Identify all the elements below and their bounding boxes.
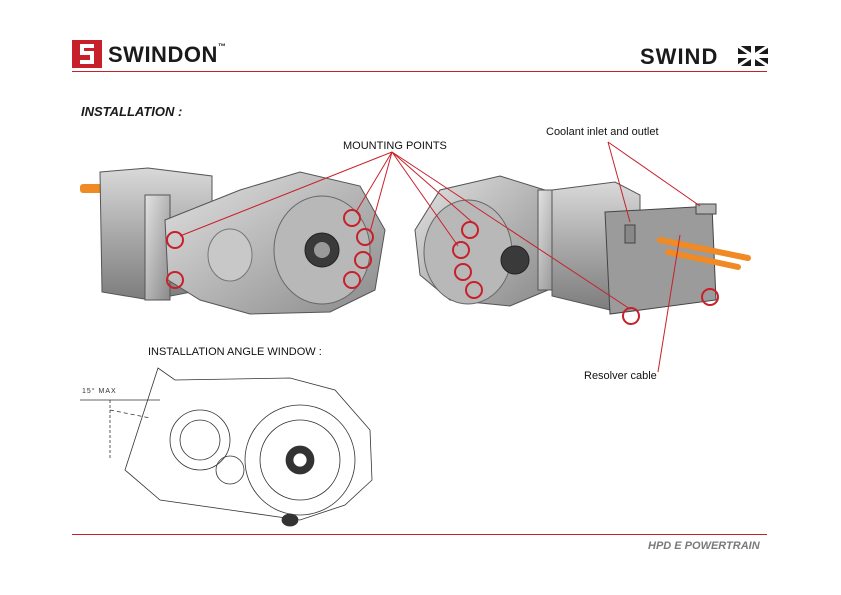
mount-marker bbox=[461, 221, 479, 239]
angle-window-label: INSTALLATION ANGLE WINDOW : bbox=[148, 346, 322, 358]
brand-name-left: SWINDON™ bbox=[108, 42, 227, 67]
left-gearbox-assembly bbox=[80, 167, 386, 315]
footer-title: HPD E POWERTRAIN bbox=[648, 540, 760, 552]
brand-name-right: SWIND bbox=[640, 44, 719, 69]
mounting-point-markers bbox=[166, 209, 719, 325]
right-gearbox-assembly bbox=[414, 175, 751, 315]
right-orange-cable-2 bbox=[665, 249, 741, 270]
mount-marker bbox=[166, 231, 184, 249]
mount-marker bbox=[622, 307, 640, 325]
angle-value-label: 15° MAX bbox=[82, 388, 117, 395]
mount-marker bbox=[465, 281, 483, 299]
swindon-logo bbox=[72, 40, 102, 68]
footer-divider bbox=[72, 534, 767, 535]
mount-marker bbox=[454, 263, 472, 281]
right-output-shaft bbox=[500, 245, 530, 275]
mount-marker bbox=[343, 209, 361, 227]
header-divider bbox=[72, 71, 767, 72]
mount-marker bbox=[452, 241, 470, 259]
logo-s-shape bbox=[80, 44, 94, 64]
mount-marker bbox=[354, 251, 372, 269]
mount-marker bbox=[166, 271, 184, 289]
resolver-cable-label: Resolver cable bbox=[584, 370, 657, 382]
mounting-points-label: MOUNTING POINTS bbox=[343, 140, 447, 152]
coolant-label: Coolant inlet and outlet bbox=[546, 126, 659, 138]
gearbox-outline bbox=[124, 367, 373, 521]
installation-angle-drawing bbox=[80, 367, 373, 527]
leader-lines bbox=[179, 141, 701, 373]
left-flange bbox=[144, 194, 171, 301]
section-title: INSTALLATION : bbox=[81, 104, 183, 119]
right-orange-cable-1 bbox=[657, 237, 751, 261]
brand-right-flag-icon bbox=[738, 46, 768, 66]
mount-marker bbox=[701, 288, 719, 306]
mount-marker bbox=[343, 271, 361, 289]
mount-marker bbox=[356, 228, 374, 246]
